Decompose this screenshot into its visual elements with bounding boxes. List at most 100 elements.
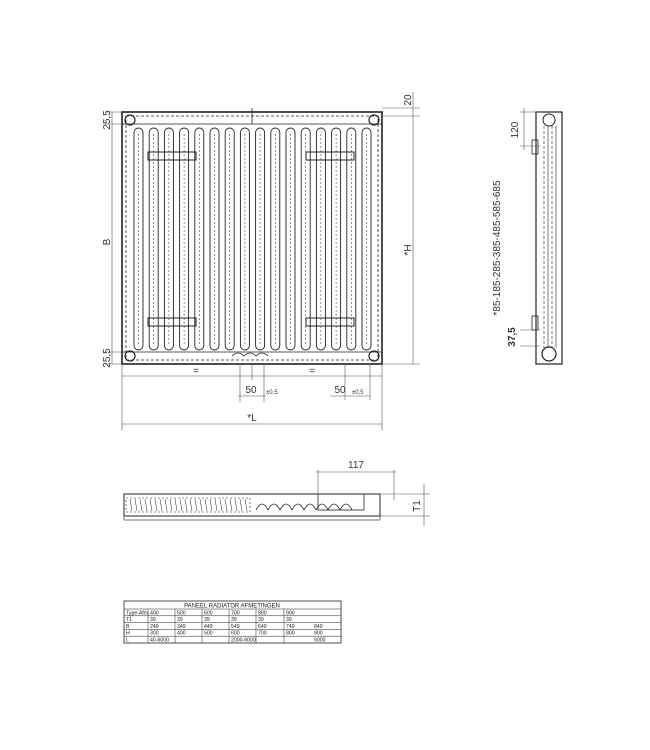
table-cell: L bbox=[126, 638, 129, 644]
table-cell: T1 bbox=[126, 617, 132, 623]
radiator-channels bbox=[133, 127, 372, 351]
table-cell: 39 bbox=[258, 617, 264, 623]
top-view-base bbox=[123, 515, 381, 521]
dim-equal-left: = bbox=[193, 366, 199, 377]
top-fin bbox=[139, 498, 143, 512]
table-frame bbox=[123, 600, 342, 644]
radiator-channel bbox=[315, 127, 326, 351]
table-header-cell: Type-Afm. bbox=[126, 610, 150, 616]
top-fin bbox=[164, 498, 168, 512]
top-view bbox=[123, 493, 381, 521]
table-header-cell: 600 bbox=[204, 610, 213, 616]
top-fin bbox=[149, 498, 153, 512]
top-fin bbox=[199, 498, 203, 512]
radiator-side-outline bbox=[535, 111, 563, 365]
dim-h: *H bbox=[403, 244, 414, 255]
table-header-cell: 800 bbox=[258, 610, 267, 616]
dim-50-right: 50 bbox=[334, 385, 346, 396]
top-view-cover bbox=[317, 493, 365, 511]
table-cell: 40-6000 bbox=[150, 638, 169, 644]
radiator-channel bbox=[361, 127, 372, 351]
radiator-channel bbox=[194, 127, 205, 351]
top-fin bbox=[154, 498, 158, 512]
top-fin bbox=[179, 498, 183, 512]
table-cell: 349 bbox=[177, 624, 186, 630]
top-fin bbox=[159, 498, 163, 512]
corner-boss bbox=[124, 114, 136, 126]
dim-top-25-5: 25,5 bbox=[102, 110, 113, 130]
table-header-cell: 900 bbox=[286, 610, 295, 616]
radiator-channel bbox=[148, 127, 159, 351]
table-cell: 2000-6000 bbox=[231, 638, 256, 644]
table-header-cell: 700 bbox=[231, 610, 240, 616]
dim-bottom-25-5: 25,5 bbox=[102, 348, 113, 368]
corner-boss bbox=[368, 350, 380, 362]
radiator-channel bbox=[133, 127, 144, 351]
top-fin bbox=[214, 498, 218, 512]
tol-left: ±0,5 bbox=[266, 390, 278, 396]
side-bracket-top bbox=[531, 139, 539, 155]
side-dimension-lines bbox=[520, 108, 540, 347]
top-fin bbox=[169, 498, 173, 512]
dim-117: 117 bbox=[348, 460, 364, 471]
side-view bbox=[531, 111, 563, 365]
top-dimension-lines bbox=[316, 470, 430, 526]
table-cell: 39 bbox=[286, 617, 292, 623]
side-bracket-bottom bbox=[531, 315, 539, 331]
table-cell: 549 bbox=[231, 624, 240, 630]
radiator-channel bbox=[346, 127, 357, 351]
top-fin bbox=[209, 498, 213, 512]
table-cell: H bbox=[126, 631, 130, 637]
top-fin bbox=[244, 498, 248, 512]
table-cell: 249 bbox=[150, 624, 159, 630]
radiator-channel bbox=[270, 127, 281, 351]
table-title: PANEEL RADIATOR AFMETINGEN bbox=[184, 604, 280, 610]
tol-right: ±0,5 bbox=[352, 390, 364, 396]
dim-20: 20 bbox=[403, 94, 414, 106]
corner-boss bbox=[368, 114, 380, 126]
radiator-channel bbox=[331, 127, 342, 351]
top-fin bbox=[184, 498, 188, 512]
radiator-channel bbox=[300, 127, 311, 351]
mount-brackets bbox=[147, 151, 355, 327]
table-cell: 39 bbox=[231, 617, 237, 623]
dim-50-left: 50 bbox=[245, 385, 257, 396]
top-fin bbox=[129, 498, 133, 512]
dim-120: 120 bbox=[510, 121, 521, 138]
radiator-top-outline bbox=[123, 493, 381, 517]
top-view-fins bbox=[129, 498, 248, 512]
radiator-channel bbox=[239, 127, 250, 351]
table-cell: 400 bbox=[177, 631, 186, 637]
radiator-channel bbox=[163, 127, 174, 351]
front-dimension-labels: 25,5 25,5 B *H 20 *L = = 50 50 ±0,5 ±0,5 bbox=[102, 94, 414, 424]
top-fin bbox=[234, 498, 238, 512]
table-cell: 600 bbox=[231, 631, 240, 637]
radiator-channel bbox=[255, 127, 266, 351]
table-cell: 39 bbox=[150, 617, 156, 623]
top-fin bbox=[134, 498, 138, 512]
table-cell: 649 bbox=[258, 624, 267, 630]
table-cell: 39 bbox=[204, 617, 210, 623]
table-cell: 500 bbox=[204, 631, 213, 637]
top-fin bbox=[144, 498, 148, 512]
dim-b: B bbox=[102, 238, 113, 245]
table-cell: 300 bbox=[150, 631, 159, 637]
radiator-channel bbox=[209, 127, 220, 351]
table-cell: 6000 bbox=[314, 638, 326, 644]
top-dimension-labels: 117 T1 bbox=[348, 460, 423, 512]
table-header-cell: 400 bbox=[150, 610, 159, 616]
radiator-channel bbox=[179, 127, 190, 351]
front-view bbox=[121, 108, 383, 365]
dim-37-5: 37,5 bbox=[507, 327, 518, 347]
top-fin bbox=[204, 498, 208, 512]
table-header-cell: 500 bbox=[177, 610, 186, 616]
table-cell: 849 bbox=[314, 624, 323, 630]
side-dimension-labels: 120 *85-185-285-385-485-585-685 37,5 bbox=[492, 121, 521, 347]
top-fin bbox=[219, 498, 223, 512]
top-fin bbox=[239, 498, 243, 512]
radiator-channel bbox=[224, 127, 235, 351]
table-cell: 39 bbox=[177, 617, 183, 623]
